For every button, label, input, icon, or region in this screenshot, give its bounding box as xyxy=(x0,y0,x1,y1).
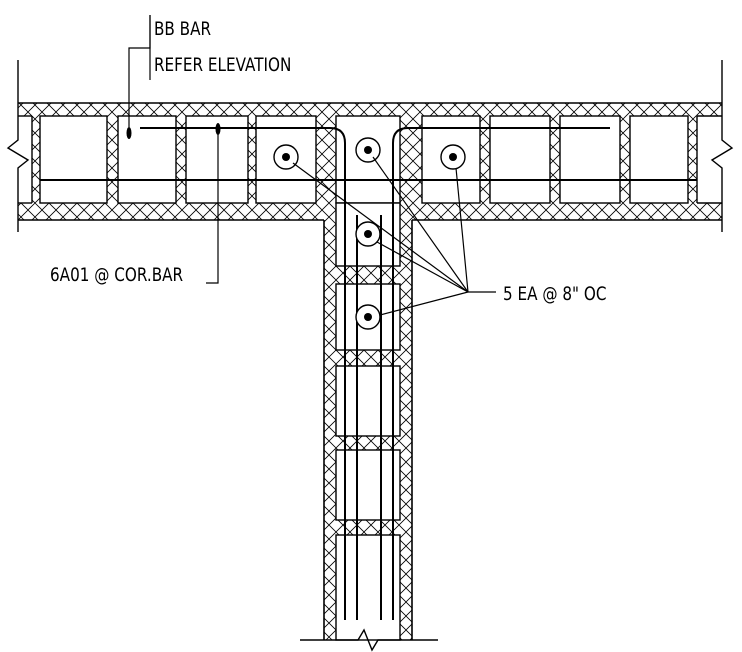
vertical-bar-symbol xyxy=(355,137,381,163)
corner-bar-label: 6A01 @ COR.BAR xyxy=(50,264,184,286)
vertical-bar-symbol xyxy=(273,144,299,170)
vertical-bar-symbols xyxy=(273,137,466,330)
bar-section-marks xyxy=(126,123,221,139)
refer-elevation-label: REFER ELEVATION xyxy=(154,54,292,76)
bond-beam-bars xyxy=(40,127,697,620)
leader-lines xyxy=(128,15,496,316)
break-lines xyxy=(6,60,734,652)
bb-bar-label: BB BAR xyxy=(154,18,212,40)
vertical-bar-symbol xyxy=(355,304,381,330)
vertical-bars-label: 5 EA @ 8" OC xyxy=(503,283,607,305)
vertical-bar-symbol xyxy=(355,221,381,247)
vertical-bar-symbol xyxy=(440,144,466,170)
